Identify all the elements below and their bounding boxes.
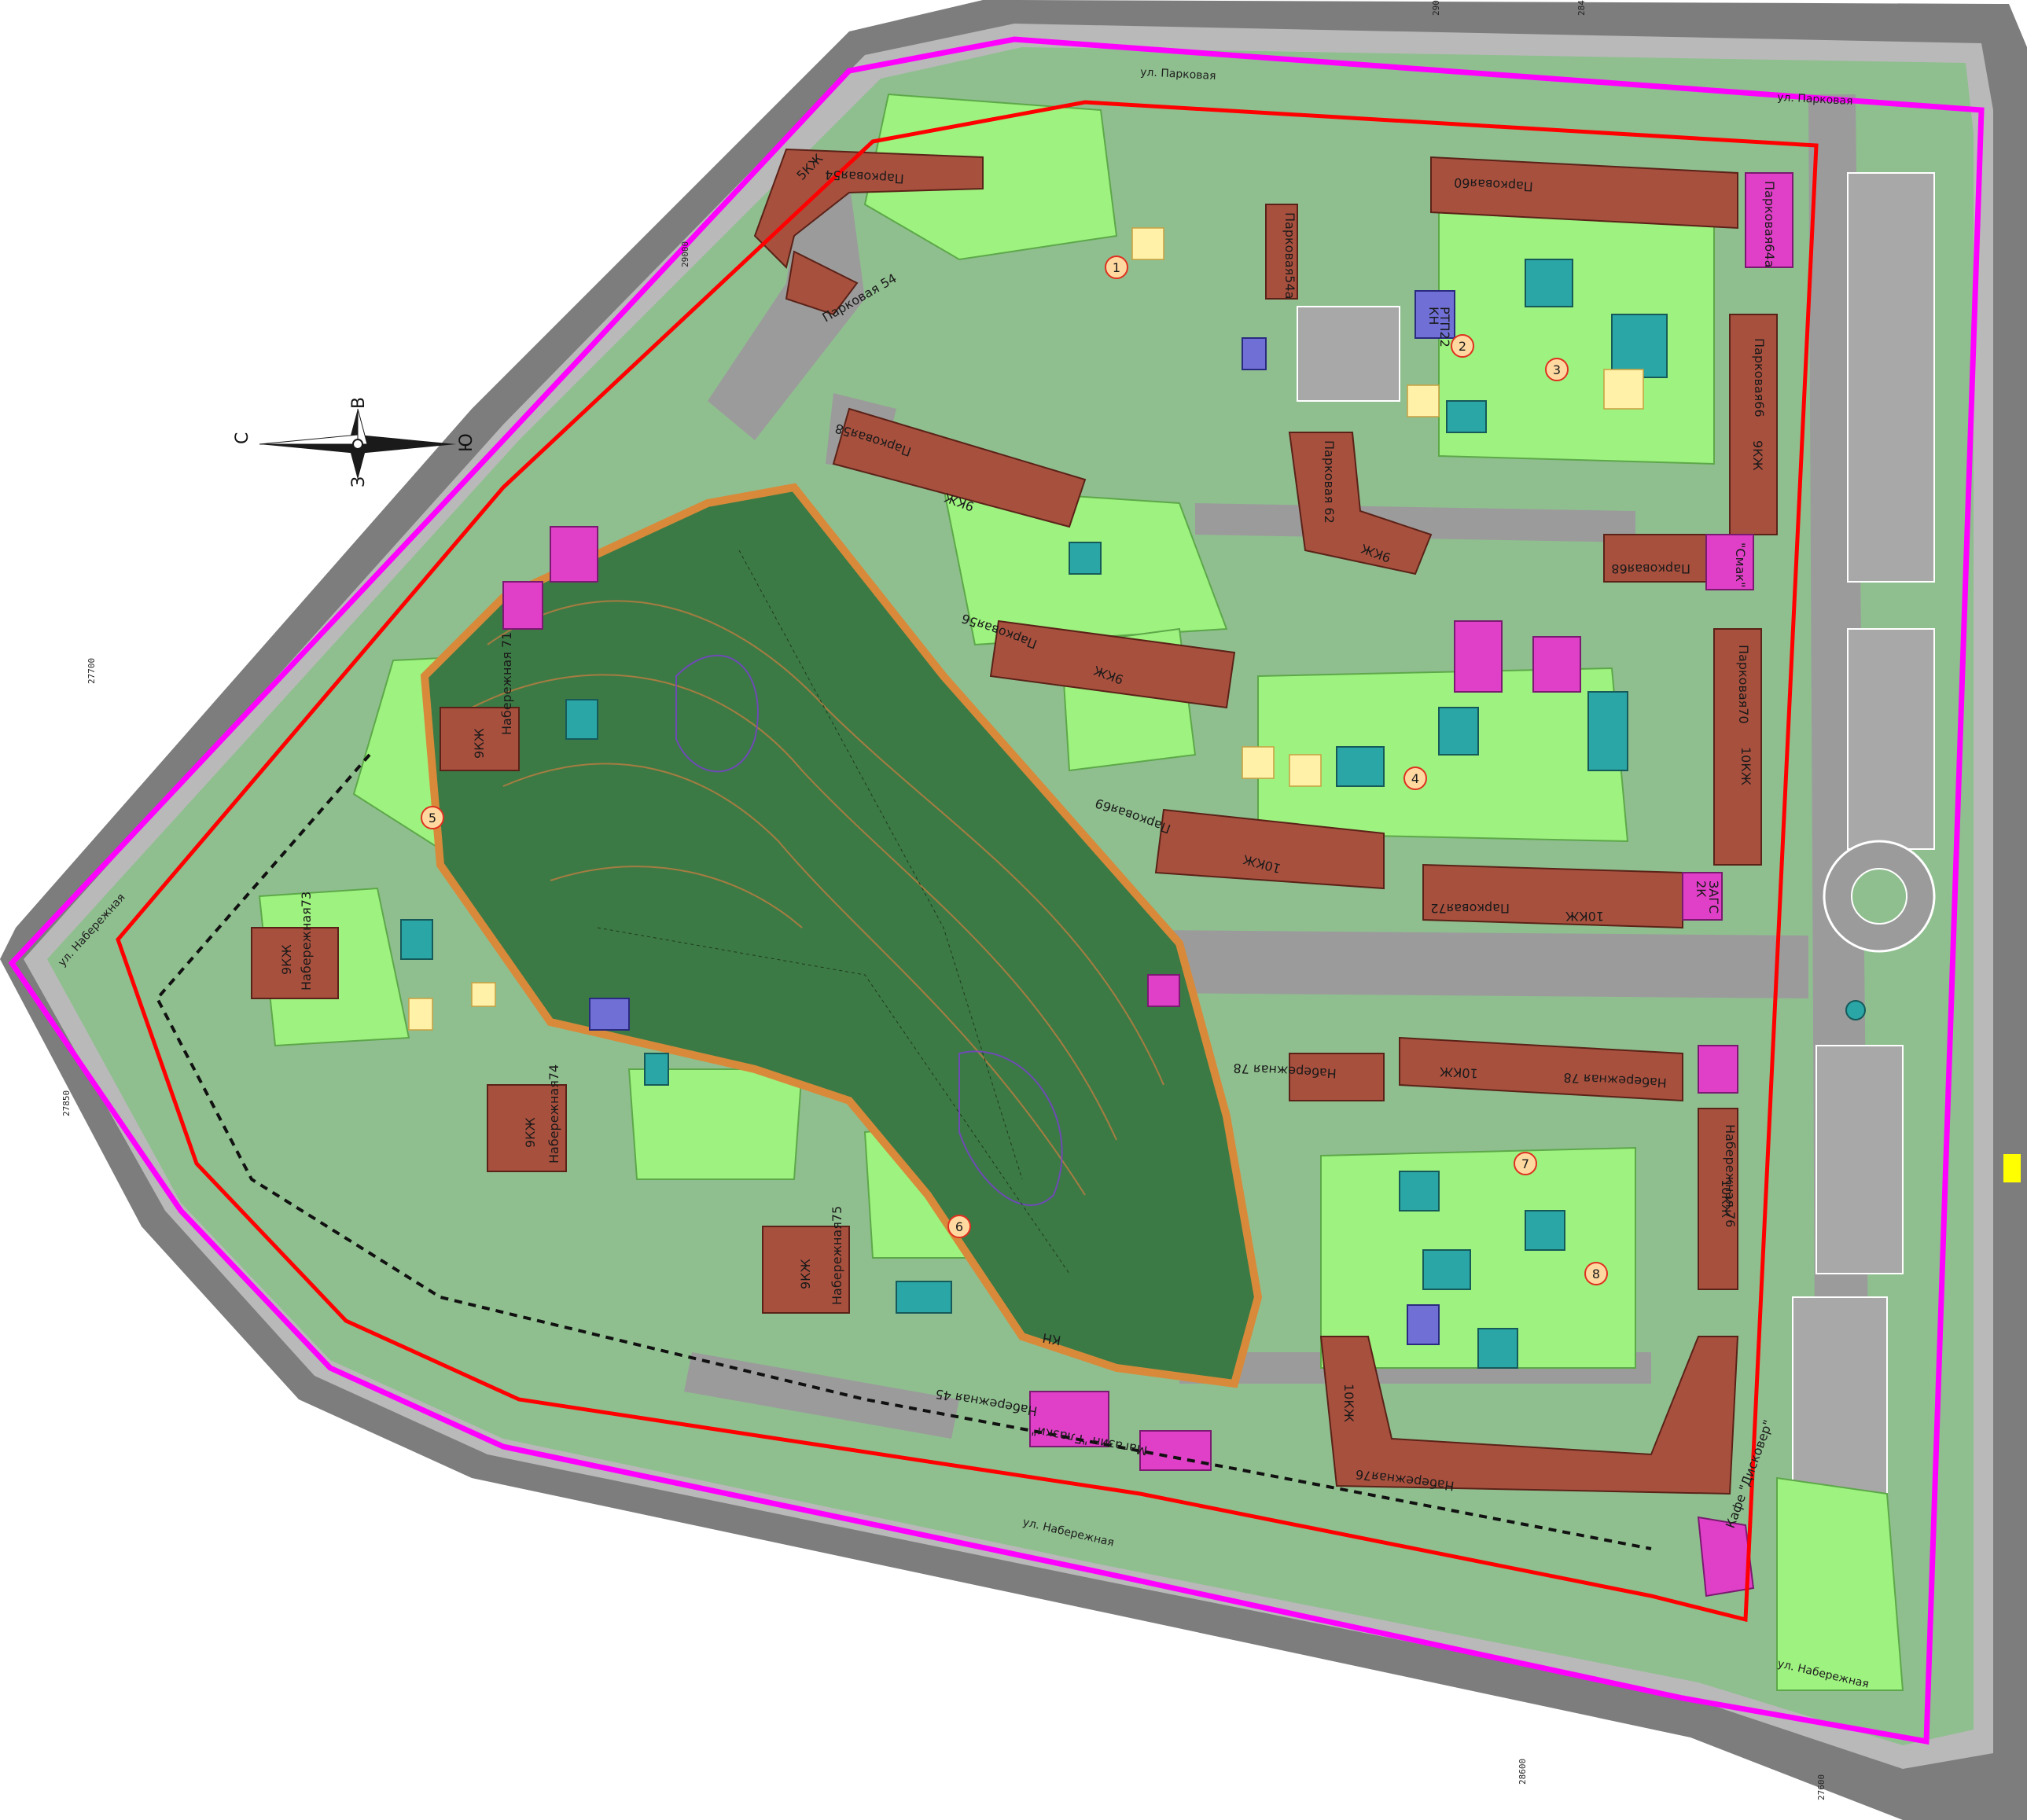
building-naberezhnaya78a bbox=[1399, 1036, 1683, 1102]
street-parkovaya-top: ул. Парковая bbox=[1140, 66, 1216, 83]
svg-text:КН: КН bbox=[1041, 1330, 1061, 1348]
label-parkovaya64a: Парковая64а bbox=[1762, 181, 1777, 267]
svg-text:КН: КН bbox=[1426, 307, 1441, 325]
forest-park bbox=[420, 483, 1263, 1388]
residential-buildings bbox=[251, 148, 1778, 1495]
svg-text:РТП22: РТП22 bbox=[1437, 307, 1452, 347]
sand-areas bbox=[408, 227, 1644, 1031]
svg-text:"Смак": "Смак" bbox=[1733, 542, 1748, 587]
cafe-building bbox=[1697, 1516, 1755, 1598]
svg-text:10КЖ: 10КЖ bbox=[1439, 1064, 1478, 1081]
svg-text:27700: 27700 bbox=[86, 658, 97, 684]
svg-text:9КЖ: 9КЖ bbox=[1750, 440, 1765, 471]
roundabout bbox=[1823, 840, 1936, 953]
building-naberezhnaya71 bbox=[440, 707, 520, 771]
inner-boundary bbox=[116, 100, 1819, 1623]
svg-text:10КЖ: 10КЖ bbox=[1341, 1384, 1356, 1422]
svg-text:29000: 29000 bbox=[680, 241, 690, 267]
parking-lots bbox=[1297, 172, 1935, 1557]
svg-text:9КЖ: 9КЖ bbox=[523, 1117, 538, 1148]
floor-labels: 5КЖ 9КЖ 9КЖ 9КЖ 9КЖ 10КЖ 10КЖ 10КЖ 9КЖ 9… bbox=[279, 151, 1765, 1422]
building-parkovaya66 bbox=[1729, 314, 1778, 535]
svg-text:3: 3 bbox=[1553, 362, 1561, 377]
building-naberezhnaya78 bbox=[1289, 1053, 1385, 1101]
svg-text:5: 5 bbox=[429, 811, 436, 825]
svg-text:6: 6 bbox=[955, 1219, 963, 1234]
label-naberezhnaya75: Набережная75 bbox=[830, 1206, 844, 1305]
street-parkovaya-top-right: ул. Парковая bbox=[1777, 91, 1853, 108]
label-naberezhnaya76: Набережная 76 bbox=[1723, 1124, 1738, 1227]
building-naberezhnaya74 bbox=[487, 1084, 567, 1172]
svg-text:8: 8 bbox=[1592, 1267, 1600, 1281]
playgrounds bbox=[400, 259, 1866, 1369]
shop-smak bbox=[1705, 534, 1754, 590]
svg-text:1: 1 bbox=[1113, 260, 1120, 275]
svg-text:29050: 29050 bbox=[1431, 0, 1441, 16]
building-parkovaya54-west bbox=[785, 250, 859, 316]
svg-text:10КЖ: 10КЖ bbox=[1738, 747, 1753, 785]
building-parkovaya60 bbox=[1430, 156, 1738, 230]
building-naberezhnaya75 bbox=[762, 1226, 850, 1314]
building-parkovaya54 bbox=[753, 148, 984, 269]
svg-text:7: 7 bbox=[1521, 1156, 1529, 1171]
label-naberezhnaya74: Набережная74 bbox=[546, 1064, 561, 1164]
svg-text:9КЖ: 9КЖ bbox=[798, 1259, 813, 1289]
compass-south: Ю bbox=[457, 433, 476, 452]
zags-building bbox=[1682, 872, 1723, 921]
building-parkovaya58 bbox=[832, 407, 1087, 528]
building-parkovaya69 bbox=[1154, 808, 1385, 890]
svg-text:28450: 28450 bbox=[1576, 0, 1587, 16]
building-parkovaya62 bbox=[1288, 432, 1433, 575]
label-parkovaya54a: Парковая54а bbox=[1282, 212, 1297, 299]
building-naberezhnaya73 bbox=[251, 927, 339, 999]
svg-text:10КЖ: 10КЖ bbox=[1719, 1179, 1734, 1218]
label-parkovaya70: Парковая70 bbox=[1736, 645, 1751, 724]
svg-text:ЗАГС: ЗАГС bbox=[1706, 881, 1721, 914]
rtp22-building bbox=[1414, 290, 1455, 339]
svg-text:9КЖ: 9КЖ bbox=[472, 728, 487, 759]
svg-text:27850: 27850 bbox=[61, 1090, 72, 1116]
yellow-marker bbox=[2003, 1154, 2021, 1182]
building-parkovaya54a bbox=[1265, 204, 1298, 300]
compass-rose bbox=[259, 408, 456, 480]
compass-west: З bbox=[349, 476, 369, 487]
commercial-buildings bbox=[502, 172, 1793, 1598]
shop-parkovaya64a bbox=[1745, 172, 1793, 268]
svg-text:2: 2 bbox=[1459, 339, 1466, 354]
label-naberezhnaya71: Набережная 71 bbox=[499, 632, 514, 735]
outer-boundary bbox=[8, 36, 1985, 1745]
tech-buildings bbox=[589, 290, 1455, 1345]
svg-text:2К: 2К bbox=[1694, 881, 1709, 898]
building-parkovaya72 bbox=[1422, 863, 1683, 929]
svg-text:4: 4 bbox=[1411, 771, 1419, 786]
building-parkovaya56 bbox=[989, 620, 1236, 709]
label-naberezhnaya73: Набережная73 bbox=[299, 892, 314, 991]
label-parkovaya62: Парковая 62 bbox=[1322, 440, 1337, 524]
svg-text:28600: 28600 bbox=[1517, 1759, 1528, 1785]
svg-text:27600: 27600 bbox=[1816, 1774, 1827, 1800]
compass-north: С bbox=[233, 432, 252, 444]
label-parkovaya72: Парковая72 bbox=[1430, 901, 1510, 916]
compass-east: В bbox=[349, 397, 369, 409]
building-naberezhnaya76b bbox=[1319, 1336, 1739, 1495]
building-parkovaya70 bbox=[1713, 628, 1762, 866]
label-parkovaya66: Парковая66 bbox=[1752, 338, 1767, 417]
svg-text:10КЖ: 10КЖ bbox=[1565, 909, 1604, 924]
building-naberezhnaya76 bbox=[1698, 1108, 1738, 1290]
svg-text:9КЖ: 9КЖ bbox=[279, 944, 294, 975]
coordinate-labels: 29000 27700 27850 29050 28450 28600 2760… bbox=[61, 0, 1827, 1800]
playground-markers: 1 2 3 4 5 6 7 8 bbox=[421, 256, 1608, 1285]
label-parkovaya68: Парковая68 bbox=[1611, 561, 1690, 576]
